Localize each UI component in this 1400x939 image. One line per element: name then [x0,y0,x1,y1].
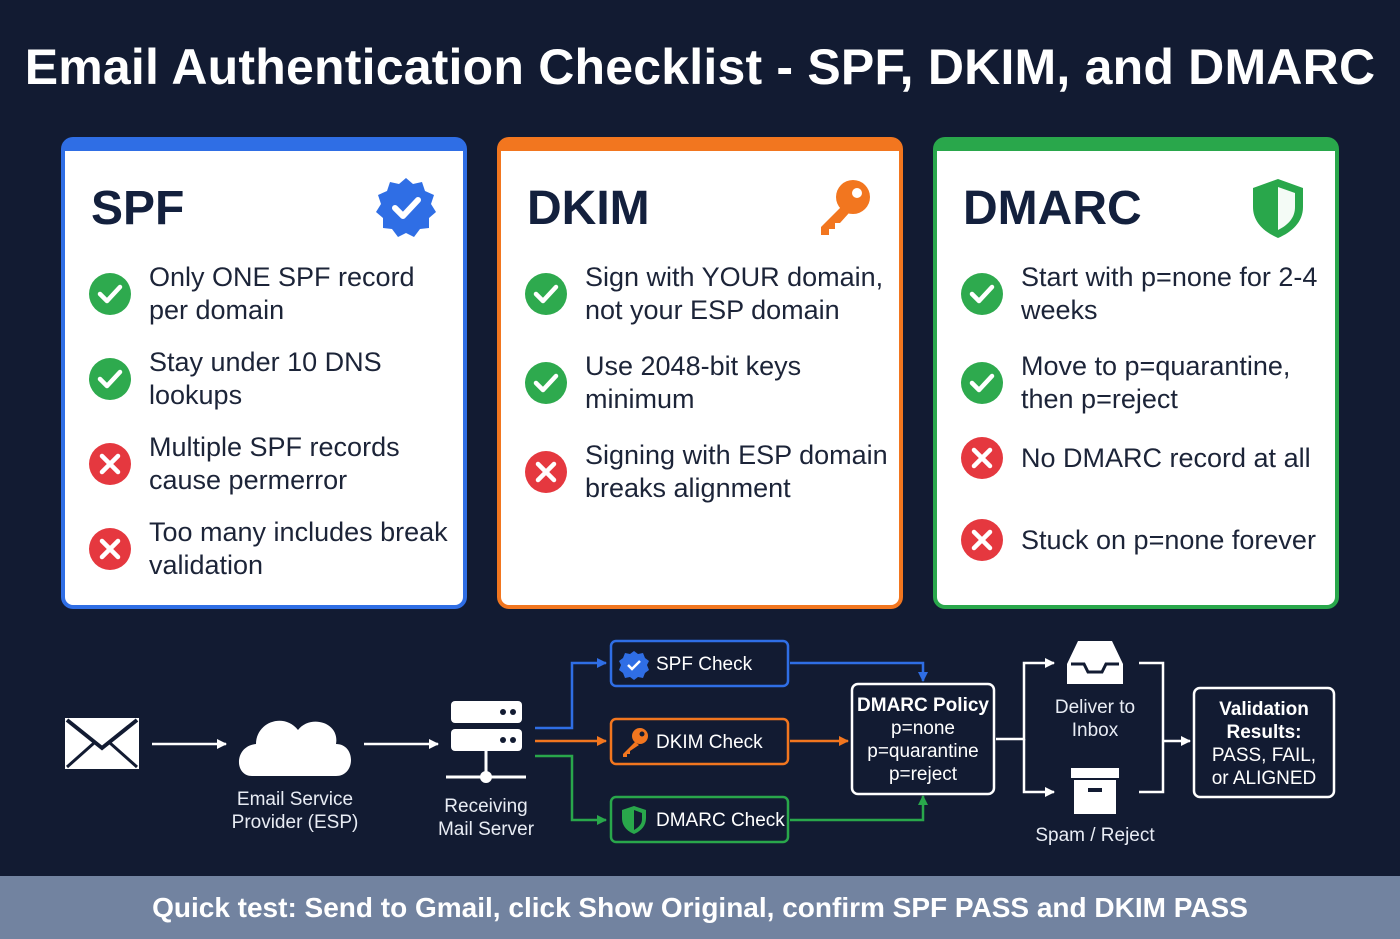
inbox-tray-icon [1067,641,1123,684]
flow-connector [1139,661,1165,794]
dmarc-check-box [609,795,790,844]
policy-title: DMARC Policy [857,695,989,716]
x-circle-icon [89,443,131,485]
checklist-item: Signing with ESP domain breaks alignment [525,439,905,505]
dkim-check-label: DKIM Check [656,732,763,753]
esp-label: Provider (ESP) [232,812,359,833]
cloud-icon [238,720,351,776]
results-title: Validation [1219,699,1309,720]
server-label: Receiving [444,796,527,817]
checklist-item-text: Multiple SPF records cause permerror [149,432,400,495]
x-circle-icon [961,519,1003,561]
validation-results-box [1192,686,1336,799]
checklist-item: No DMARC record at all [961,437,1341,479]
email-flow-diagram: Email Service Provider (ESP) Receiving M… [65,639,1336,846]
dmarc-check-label: DMARC Check [656,810,785,831]
esp-label: Email Service [237,789,353,810]
checklist-item: Only ONE SPF record per domain [89,261,459,327]
spam-label: Spam / Reject [1035,825,1155,846]
checklist-item-text: Signing with ESP domain breaks alignment [585,440,888,503]
check-circle-icon [89,358,131,400]
checklist-item: Use 2048-bit keys minimum [525,350,895,416]
archive-box-icon [1071,768,1119,814]
flow-arrow [1022,739,1055,797]
check-circle-icon [961,362,1003,404]
results-title: Results: [1227,722,1302,743]
checklist-item-text: Too many includes break validation [149,517,448,580]
checklist-item-text: Only ONE SPF record per domain [149,262,415,325]
server-label: Mail Server [438,819,535,840]
checklist-item-text: Start with p=none for 2-4 weeks [1021,262,1318,325]
spf-card: SPF Only ONE SPF record per domain Stay … [61,137,467,609]
policy-line: p=quarantine [867,741,978,762]
checklist-item: Stay under 10 DNS lookups [89,346,459,412]
results-line: PASS, FAIL, [1212,745,1316,766]
x-circle-icon [525,451,567,493]
card-title: DKIM [527,182,650,235]
flow-arrow [790,795,928,822]
verified-badge-icon [376,178,436,237]
verified-badge-icon [619,651,649,680]
results-line: or ALIGNED [1212,768,1317,789]
spf-check-box [609,639,790,688]
footer-tip: Quick test: Send to Gmail, click Show Or… [0,876,1400,939]
checklist-item-text: Stuck on p=none forever [1021,524,1316,555]
checklist-item: Too many includes break validation [89,516,459,582]
card-title: SPF [91,182,185,235]
shield-icon [1253,179,1303,238]
policy-line: p=none [891,718,955,739]
checklist-item: Start with p=none for 2-4 weeks [961,261,1331,327]
key-icon [821,180,870,235]
check-circle-icon [961,273,1003,315]
checklist-item-text: Move to p=quarantine, then p=reject [1021,351,1291,414]
shield-icon [622,806,646,834]
dkim-card: DKIM Sign with YOUR domain, not your ESP… [497,137,903,609]
spf-check-label: SPF Check [656,654,753,675]
checklist-item: Stuck on p=none forever [961,519,1331,561]
checklist-item-text: Sign with YOUR domain, not your ESP doma… [585,262,884,325]
envelope-icon [65,718,139,769]
flow-arrow [790,661,928,682]
card-title: DMARC [963,182,1142,235]
page-title: Email Authentication Checklist - SPF, DK… [24,39,1376,95]
server-icon [446,701,526,783]
flow-arrow [535,754,607,825]
flow-arrow [535,658,607,730]
check-circle-icon [525,362,567,404]
policy-line: p=reject [889,764,958,785]
flow-arrow [996,658,1055,741]
checklist-item-text: Use 2048-bit keys minimum [585,351,802,414]
inbox-label: Inbox [1072,720,1119,741]
check-circle-icon [525,273,567,315]
dkim-check-box [609,717,790,766]
checklist-item-text: No DMARC record at all [1021,442,1311,473]
checklist-item: Multiple SPF records cause permerror [89,431,459,497]
x-circle-icon [89,528,131,570]
dmarc-policy-box [850,682,996,796]
checklist-item: Move to p=quarantine, then p=reject [961,350,1341,416]
inbox-label: Deliver to [1055,697,1135,718]
x-circle-icon [961,437,1003,479]
checklist-item-text: Stay under 10 DNS lookups [149,347,382,410]
check-circle-icon [89,273,131,315]
dmarc-card: DMARC Start with p=none for 2-4 weeks Mo… [933,137,1339,609]
key-icon [623,728,648,757]
checklist-item: Sign with YOUR domain, not your ESP doma… [525,261,905,327]
